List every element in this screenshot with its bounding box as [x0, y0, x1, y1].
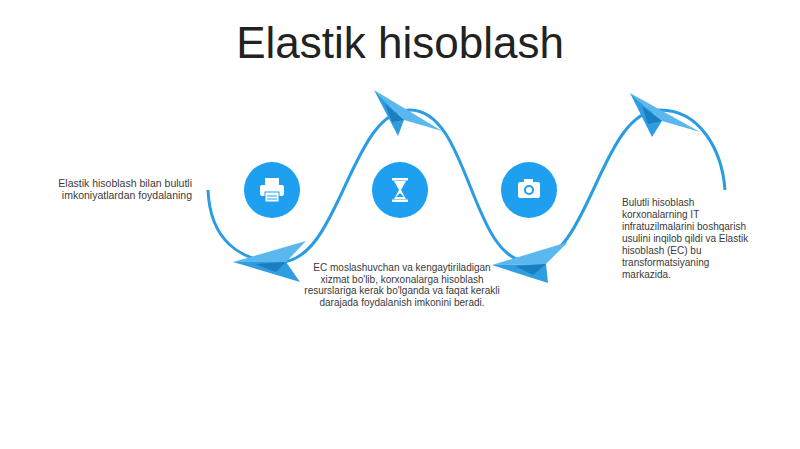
paper-airplane [492, 242, 568, 283]
description-text: EC moslashuvchan va kengaytiriladigan xi… [303, 262, 501, 308]
paper-airplane [374, 90, 442, 136]
paper-airplane [630, 93, 700, 137]
paper-airplane [233, 241, 306, 282]
hourglass-icon [372, 162, 428, 218]
description-text: Elastik hisoblash bilan bulutli imkoniya… [48, 177, 192, 201]
diagram-title: Elastik hisoblash [150, 18, 650, 68]
camera-icon [501, 162, 557, 218]
printer-icon [244, 162, 300, 218]
description-text: Bulutli hisoblash korxonalarning IT infr… [622, 197, 760, 281]
